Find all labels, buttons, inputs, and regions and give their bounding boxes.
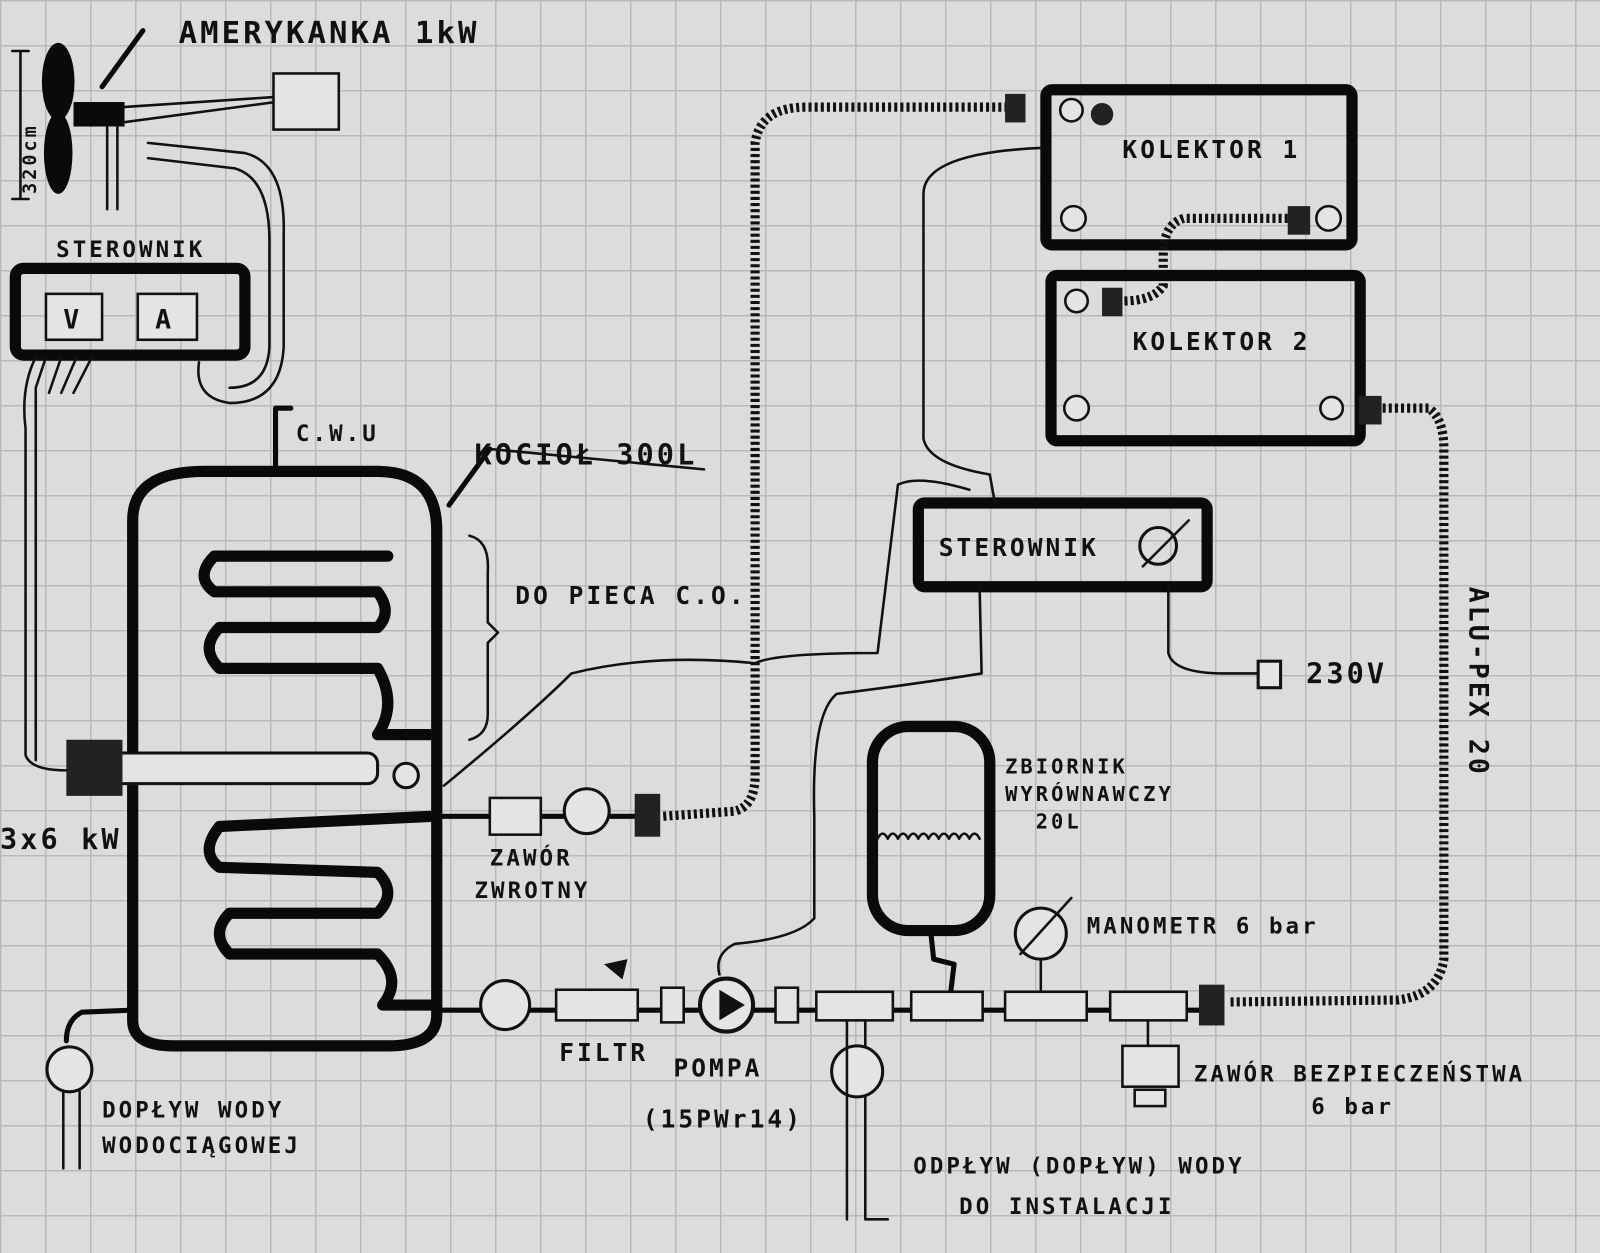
collector-2 [1045,269,1449,1007]
expansion-tank [866,720,996,993]
boiler-label: KOCIOŁ 300L [475,437,698,471]
stove-label: DO PIECA C.O. [515,581,746,610]
tank-label-1: ZBIORNIK [1005,754,1128,778]
heater-label: 3x6 kW [0,822,122,856]
wind-turbine [11,28,341,405]
water-supply-label-2: WODOCIĄGOWEJ [102,1133,301,1159]
height-label: 320cm [20,123,41,194]
manometer-label: MANOMETR 6 bar [1087,914,1319,940]
wind-controller-label: STEROWNIK [56,237,205,263]
return-line [434,93,1026,837]
pump-model: (15PWr14) [643,1104,803,1133]
solar-controller-label: STEROWNIK [939,533,1099,562]
solar-controller [717,146,1283,976]
cwu-label: C.W.U [296,421,379,447]
boiler-tank [66,405,706,1052]
check-valve-label-1: ZAWÓR [490,843,573,871]
collector-2-label: KOLEKTOR 2 [1133,327,1311,356]
wind-controller [9,262,251,772]
turbine-label: AMERYKANKA 1kW [179,16,480,51]
power-label: 230V [1306,657,1387,691]
pump-label: POMPA [673,1053,762,1082]
voltmeter: V [63,305,82,336]
collector-1 [1040,84,1358,306]
supply-line [45,896,1225,1221]
water-supply-label-1: DOPŁYW WODY [102,1097,284,1123]
check-valve-label-2: ZWROTNY [475,878,591,904]
pipe-label: ALU-PEX 20 [1462,587,1493,777]
drain-label-1: ODPŁYW (DOPŁYW) WODY [913,1153,1244,1179]
safety-valve-label-2: 6 bar [1311,1094,1394,1120]
ammeter: A [155,305,174,336]
tank-label-3: 20L [1036,810,1082,834]
drain-label-2: DO INSTALACJI [959,1194,1174,1220]
tank-label-2: WYRÓWNAWCZY [1005,781,1174,806]
filter-label: FILTR [559,1038,648,1067]
safety-valve-label-1: ZAWÓR BEZPIECZEŃSTWA [1194,1060,1525,1088]
collector-1-label: KOLEKTOR 1 [1122,135,1300,164]
